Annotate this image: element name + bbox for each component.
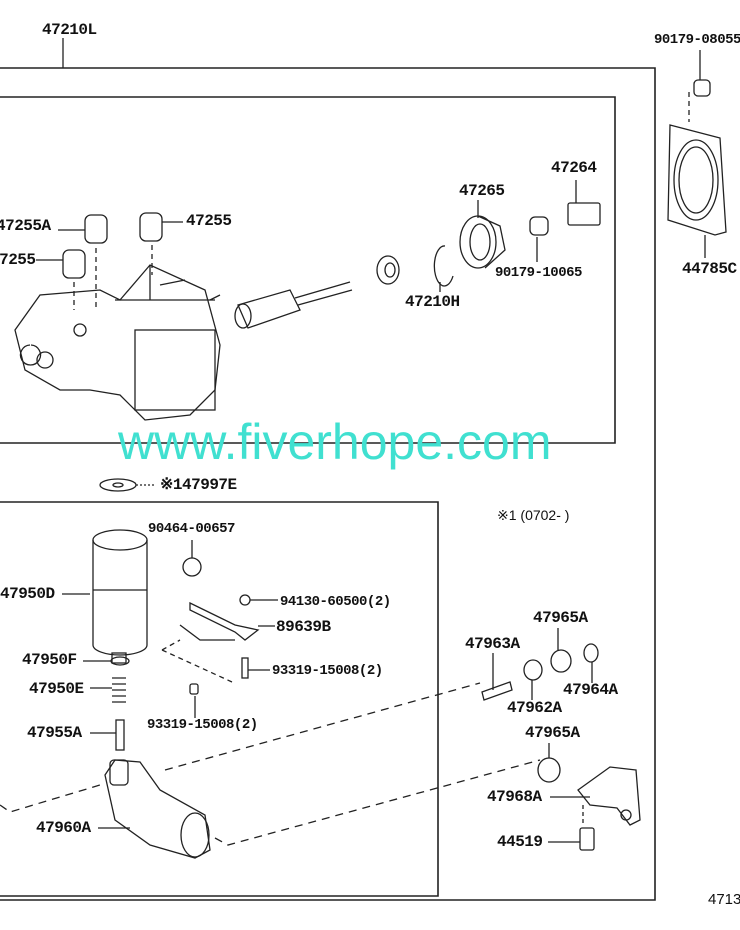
gasket-icon: [667, 124, 727, 258]
clamp-icon: [182, 540, 202, 577]
part-label[interactable]: 47968A: [487, 788, 542, 806]
part-label[interactable]: 47264: [551, 159, 597, 177]
assembly-label[interactable]: 47210L: [42, 21, 97, 39]
part-label[interactable]: 90464-00657: [148, 521, 235, 537]
part-label[interactable]: 94130-60500(2): [280, 594, 391, 610]
bolt-icon: [90, 719, 125, 751]
nut-icon: [688, 50, 711, 122]
part-label[interactable]: 47950F: [22, 651, 77, 669]
plug-icon: [36, 212, 183, 310]
part-label[interactable]: 47255A: [0, 217, 51, 235]
part-label[interactable]: 47950E: [29, 680, 84, 698]
part-label[interactable]: 47965A: [525, 724, 580, 742]
connector-icon: [567, 180, 601, 226]
part-label[interactable]: 47950D: [0, 585, 55, 603]
pump-body-icon: [14, 264, 221, 421]
spring-icon: [90, 677, 126, 703]
part-label[interactable]: 44785C: [682, 260, 737, 278]
part-label[interactable]: 47964A: [563, 681, 618, 699]
screw-icon: [161, 639, 270, 718]
part-label[interactable]: 47965A: [533, 609, 588, 627]
accumulator-icon: [62, 529, 148, 664]
figure-number: 4713: [708, 891, 740, 908]
nut-icon: [529, 216, 549, 262]
lower-subassembly-frame: [0, 501, 439, 897]
bolt-icon: [548, 827, 595, 851]
boot-icon: [459, 200, 506, 269]
bracket-icon: [550, 766, 641, 826]
pin-icon: [481, 653, 513, 701]
part-label[interactable]: 47963A: [465, 635, 520, 653]
snap-ring-icon: [433, 245, 454, 292]
part-label[interactable]: 47255: [0, 251, 36, 269]
piston-rod-icon: [234, 281, 353, 329]
part-label[interactable]: 89639B: [276, 618, 331, 636]
part-label[interactable]: 44519: [497, 833, 543, 851]
applicability-note: ※1 (0702- ): [497, 507, 570, 523]
outer-assembly-frame: [0, 67, 656, 901]
seal-icon: [376, 255, 400, 285]
upper-subassembly-frame: [0, 96, 616, 444]
part-label[interactable]: 47210H: [405, 293, 460, 311]
wire-harness-icon: [179, 594, 278, 641]
part-label[interactable]: ※147997E: [160, 476, 237, 494]
part-label[interactable]: 90179-10065: [495, 265, 582, 281]
pump-motor-icon: [98, 759, 211, 859]
part-label[interactable]: 90179-08055: [654, 32, 740, 48]
part-label[interactable]: 47255: [186, 212, 232, 230]
part-label[interactable]: 47960A: [36, 819, 91, 837]
part-label[interactable]: 93319-15008(2): [272, 663, 383, 679]
part-label[interactable]: 47962A: [507, 699, 562, 717]
part-label[interactable]: 93319-15008(2): [147, 717, 258, 733]
part-label[interactable]: 47265: [459, 182, 505, 200]
part-label[interactable]: 47955A: [27, 724, 82, 742]
watermark: www.fiverhope.com: [118, 414, 552, 470]
washer-icon: [99, 478, 156, 492]
o-ring-icon: [83, 656, 130, 666]
bushing-icon: [523, 628, 599, 783]
